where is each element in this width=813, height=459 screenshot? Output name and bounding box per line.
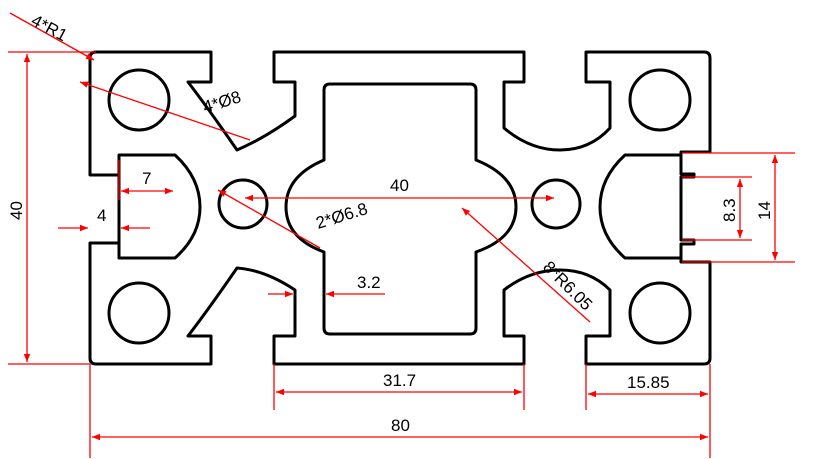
label-center-slot-width: 31.7 (383, 371, 416, 390)
label-corner-hole: 4*Ø8 (201, 87, 244, 116)
label-wall-thickness: 4 (97, 206, 106, 225)
label-small-hole: 2*Ø6.8 (314, 199, 370, 233)
label-slot-width: 14 (755, 201, 774, 220)
corner-hole-top-right (628, 68, 692, 132)
label-height: 40 (7, 201, 26, 220)
label-end-offset: 15.85 (627, 373, 670, 392)
small-hole-right (530, 178, 582, 230)
leader-arc-radius (461, 207, 591, 323)
label-width: 80 (391, 416, 410, 435)
label-center-width: 40 (390, 176, 409, 195)
label-arc-radius: 8*R6.05 (539, 257, 596, 314)
leader-small-hole (217, 189, 321, 249)
label-fillet-radius: 4*R1 (28, 11, 70, 46)
small-hole-left (217, 178, 269, 230)
central-cavity (284, 82, 518, 336)
corner-hole-bottom-right (628, 281, 692, 345)
label-slot-opening: 8.3 (720, 198, 739, 222)
leader-corner-hole (79, 81, 251, 141)
corner-hole-top-left (107, 68, 171, 132)
outer-contour (88, 50, 712, 366)
dimension-lines (8, 12, 795, 458)
corner-hole-bottom-left (107, 281, 171, 345)
label-slot-depth: 7 (142, 169, 151, 188)
right-slot-boss (598, 153, 683, 260)
label-web-thickness: 3.2 (357, 273, 381, 292)
left-slot-boss (117, 153, 202, 260)
profile-outline (88, 50, 712, 366)
